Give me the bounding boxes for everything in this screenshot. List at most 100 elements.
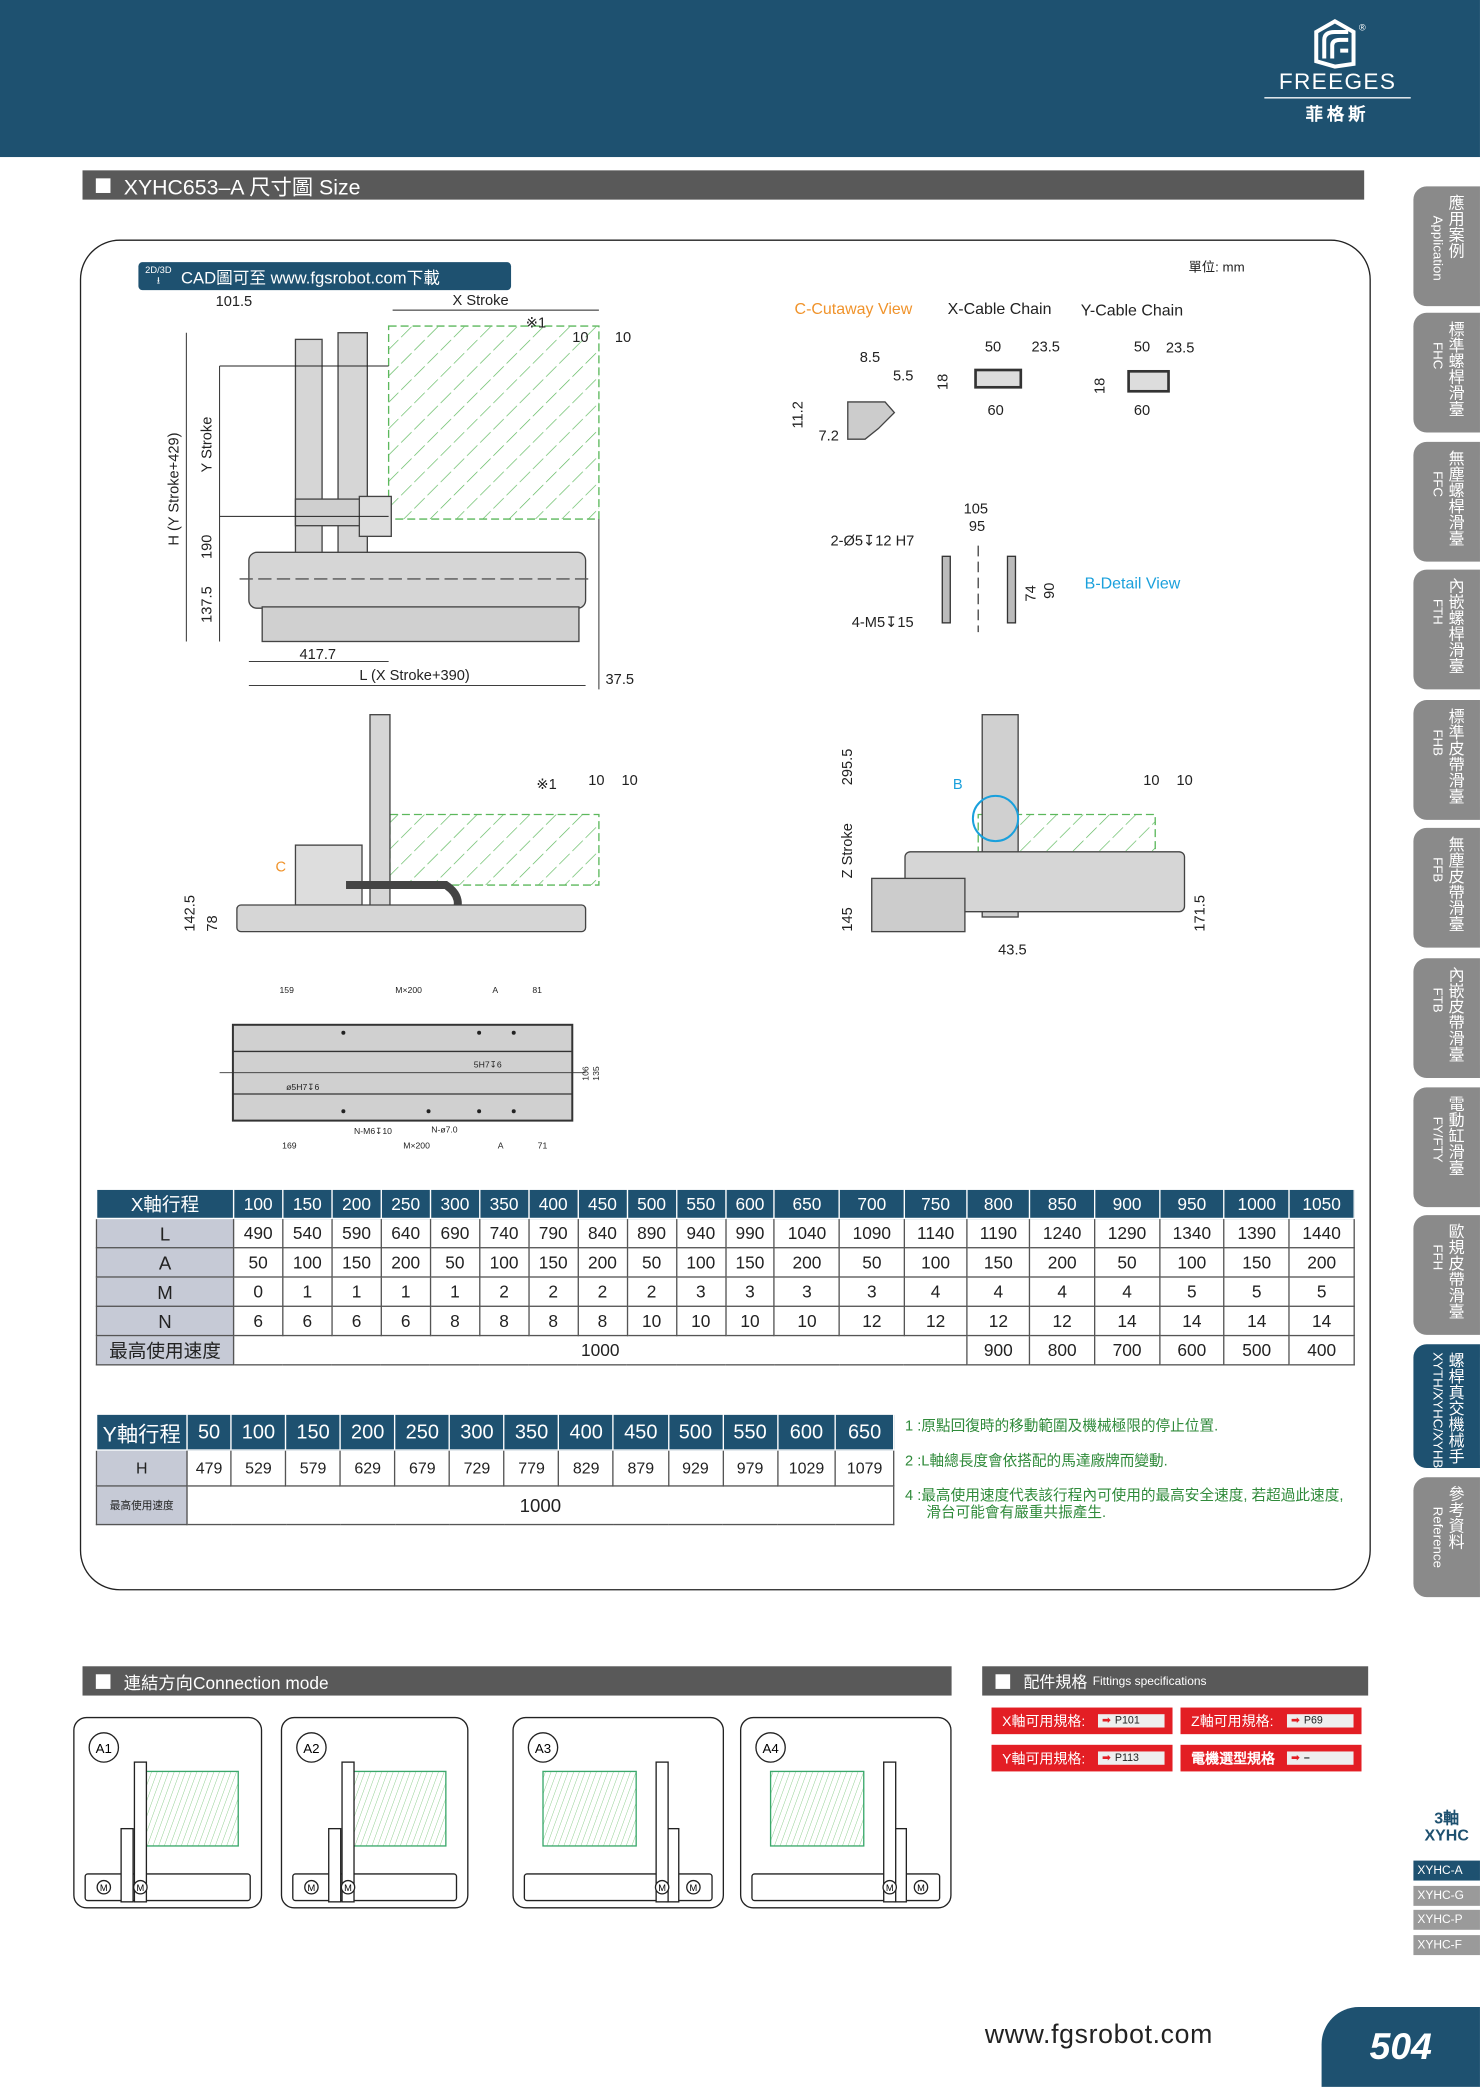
stroke-cell: 350 xyxy=(478,1188,530,1220)
series-item[interactable]: XYHC-F xyxy=(1413,1934,1480,1955)
tab-label-en: Application xyxy=(1429,215,1445,281)
table-cell: 2 xyxy=(527,1276,579,1307)
svg-text:B: B xyxy=(953,777,963,793)
table-cell: 640 xyxy=(380,1217,431,1249)
table-cell: 1079 xyxy=(834,1449,895,1487)
series-item[interactable]: XYHC-G xyxy=(1413,1885,1480,1906)
table-cell: 529 xyxy=(230,1449,287,1487)
svg-text:ø5H7↧6: ø5H7↧6 xyxy=(286,1082,319,1092)
tab-label-en: FFH xyxy=(1429,1244,1445,1271)
table-cell: 100 xyxy=(478,1247,530,1278)
svg-text:74: 74 xyxy=(1023,585,1039,601)
stroke-cell: 300 xyxy=(429,1188,481,1220)
table-cell: 1340 xyxy=(1158,1217,1225,1249)
mode-label: A4 xyxy=(762,1741,778,1756)
series-title: 3軸 xyxy=(1434,1808,1460,1828)
svg-text:43.5: 43.5 xyxy=(998,942,1026,958)
svg-text:37.5: 37.5 xyxy=(606,672,634,688)
series-item[interactable]: XYHC-A xyxy=(1413,1860,1480,1881)
fitting-y-axis[interactable]: Y軸可用規格:➡P113 xyxy=(991,1744,1173,1772)
svg-text:159: 159 xyxy=(279,985,294,995)
table-cell: 10 xyxy=(626,1305,677,1337)
row-label: Y軸行程 xyxy=(95,1413,188,1451)
tab-label-en: FHB xyxy=(1429,729,1445,756)
table-cell: 979 xyxy=(722,1449,779,1487)
tab-label-en: FFB xyxy=(1429,857,1445,883)
tab-label-en: FY/FTY xyxy=(1429,1116,1445,1163)
svg-text:L (X Stroke+390): L (X Stroke+390) xyxy=(359,668,469,684)
table-cell: 1240 xyxy=(1029,1217,1096,1249)
table-cell: 740 xyxy=(478,1217,530,1249)
svg-text:A: A xyxy=(492,985,498,995)
fitting-z-axis[interactable]: Z軸可用規格:➡P69 xyxy=(1180,1707,1362,1735)
connection-mode-title: 連結方向Connection mode xyxy=(123,1672,329,1693)
svg-text:Y-Cable Chain: Y-Cable Chain xyxy=(1081,302,1183,319)
stroke-cell: 600 xyxy=(776,1413,837,1451)
tab-label-en: XYTH/XYHC/XYHB xyxy=(1429,1352,1445,1469)
svg-text:142.5: 142.5 xyxy=(182,895,198,932)
svg-text:295.5: 295.5 xyxy=(840,749,856,786)
motor-icon: M xyxy=(100,1883,108,1893)
table-cell: 8 xyxy=(577,1305,628,1337)
table-cell: 629 xyxy=(339,1449,396,1487)
svg-text:18: 18 xyxy=(936,374,952,390)
stroke-cell: 900 xyxy=(1093,1188,1161,1220)
table-cell: 200 xyxy=(577,1247,628,1278)
table-cell: 6 xyxy=(331,1305,382,1337)
table-cell: 4 xyxy=(903,1276,968,1307)
svg-text:M×200: M×200 xyxy=(403,1141,430,1151)
table-cell: 150 xyxy=(724,1247,776,1278)
fitting-x-axis[interactable]: X軸可用規格:➡P101 xyxy=(991,1707,1173,1735)
table-cell: 840 xyxy=(577,1217,628,1249)
stroke-cell: 1000 xyxy=(1223,1188,1290,1220)
cad-download-banner[interactable]: 2D/3D⭳ CAD圖可至 www.fgsrobot.com下載 xyxy=(138,262,512,291)
tab-label-cn: 無塵皮帶滑臺 xyxy=(1446,835,1466,932)
website-url[interactable]: www.fgsrobot.com xyxy=(984,2020,1213,2050)
table-cell: 729 xyxy=(448,1449,505,1487)
table-cell: 779 xyxy=(503,1449,560,1487)
series-name: XYHC xyxy=(1424,1825,1469,1845)
speed-cell: 1000 xyxy=(186,1485,895,1526)
table-cell: 1290 xyxy=(1093,1217,1161,1249)
table-cell: 8 xyxy=(527,1305,579,1337)
tab-label-en: FHC xyxy=(1429,342,1445,370)
svg-text:137.5: 137.5 xyxy=(200,586,216,623)
svg-text:10: 10 xyxy=(622,773,638,789)
table-cell: 6 xyxy=(380,1305,431,1337)
speed-cell: 600 xyxy=(1158,1334,1225,1366)
table-cell: 6 xyxy=(232,1305,284,1337)
note-1: 1 :原點回復時的移動範圍及機械極限的停止位置. xyxy=(905,1418,1219,1435)
arrow-right-icon: ➡ xyxy=(1290,1751,1300,1764)
table-cell: 10 xyxy=(675,1305,727,1337)
table-cell: 0 xyxy=(232,1276,284,1307)
svg-text:10: 10 xyxy=(1177,773,1193,789)
motor-icon: M xyxy=(658,1883,666,1893)
table-cell: 200 xyxy=(1288,1247,1355,1278)
fitting-motor[interactable]: 電機選型規格➡– xyxy=(1180,1744,1362,1772)
row-label: H xyxy=(95,1449,188,1487)
table-cell: 3 xyxy=(838,1276,905,1307)
series-item[interactable]: XYHC-P xyxy=(1413,1909,1480,1930)
svg-text:50: 50 xyxy=(985,339,1001,355)
work-area-hatch xyxy=(387,325,600,520)
page-number: 504 xyxy=(1321,2006,1480,2087)
svg-text:169: 169 xyxy=(282,1141,297,1151)
mode-label: A3 xyxy=(535,1741,551,1756)
table-cell: 12 xyxy=(966,1305,1031,1337)
table-cell: 1440 xyxy=(1288,1217,1355,1249)
detail-views: C-Cutaway View X-Cable Chain Y-Cable Cha… xyxy=(791,301,1194,633)
svg-text:※1: ※1 xyxy=(536,777,556,793)
svg-text:60: 60 xyxy=(988,403,1004,419)
